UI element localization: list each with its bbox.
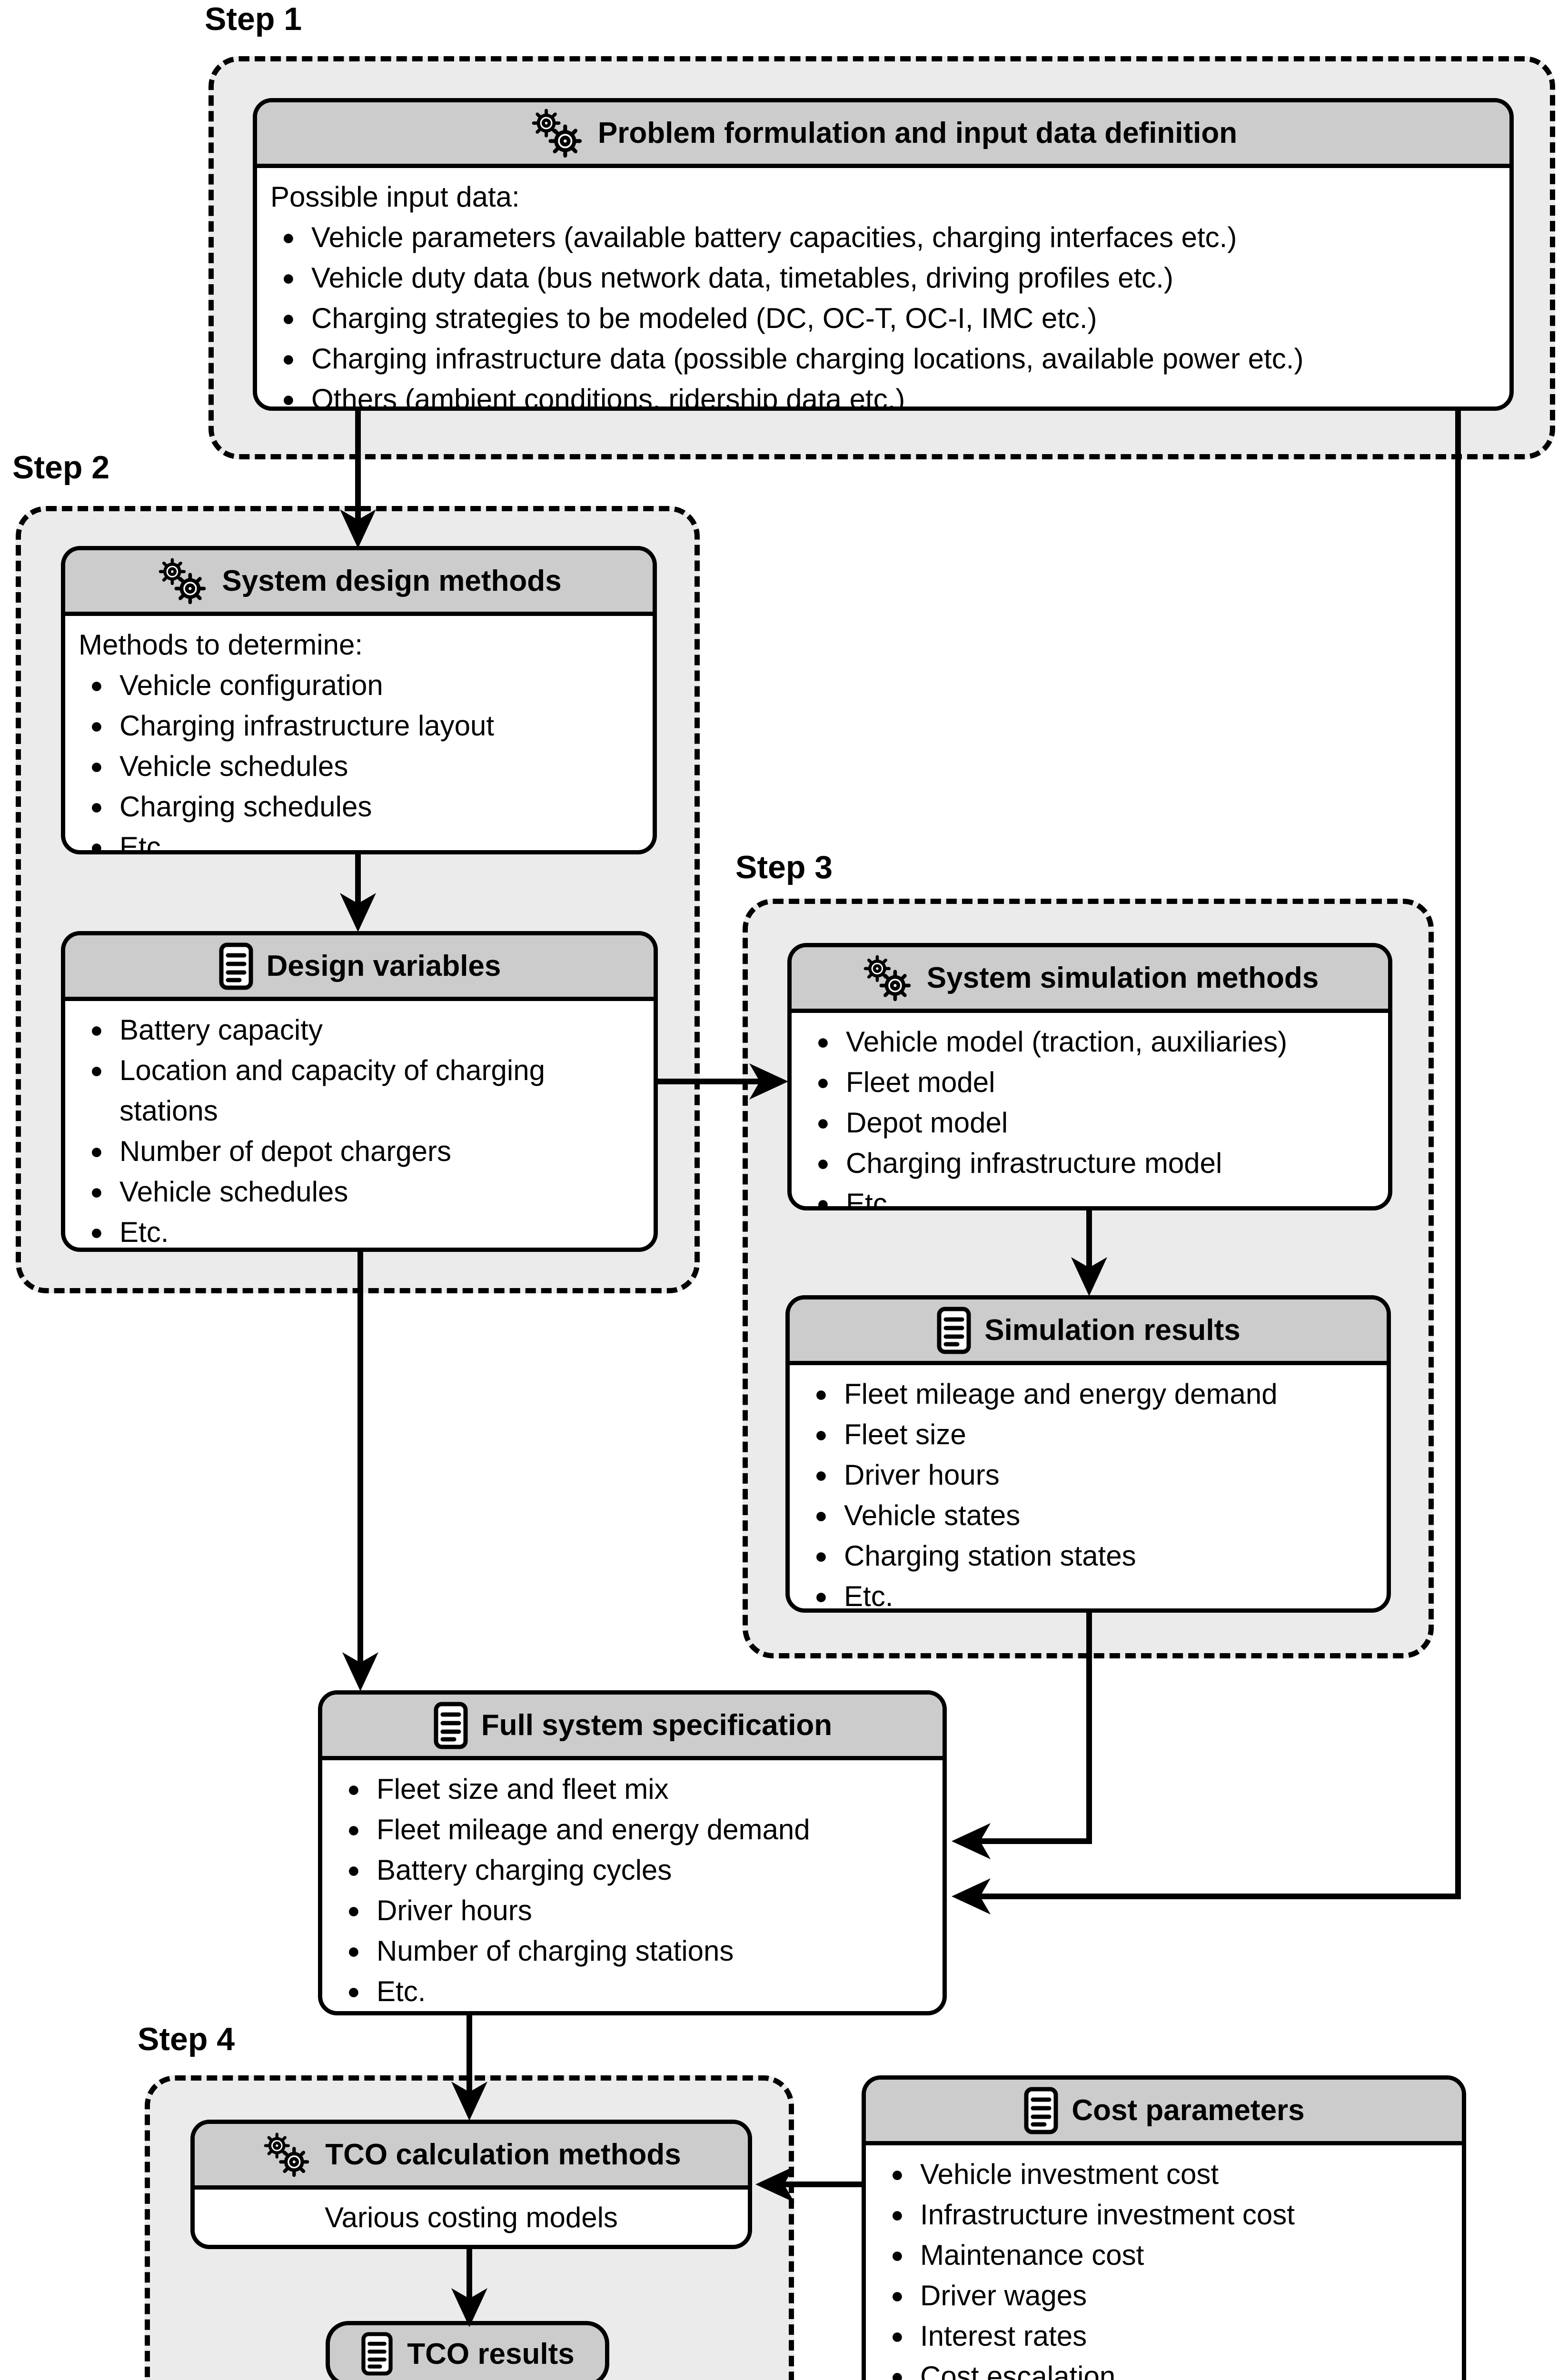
system-design-methods-header: System design methods (65, 550, 653, 616)
tco-calculation-methods-box: TCO calculation methods Various costing … (190, 2120, 752, 2249)
bullet-list: Battery capacityLocation and capacity of… (79, 1010, 640, 1248)
list-item: Fleet model (805, 1062, 1375, 1102)
list-item: Charging infrastructure layout (79, 705, 639, 746)
list-item: Vehicle configuration (79, 665, 639, 705)
list-item: Vehicle investment cost (879, 2154, 1449, 2194)
full-system-specification-box: Full system specification Fleet size and… (318, 1690, 947, 2015)
list-item: Number of depot chargers (79, 1131, 640, 1171)
design-variables-header: Design variables (65, 935, 654, 1001)
simulation-results-header: Simulation results (790, 1299, 1387, 1365)
bullet-list: Vehicle parameters (available battery ca… (270, 217, 1496, 407)
list-item: Vehicle parameters (available battery ca… (270, 217, 1496, 258)
problem-formulation-body: Possible input data: Vehicle parameters … (257, 168, 1509, 407)
simulation-results-body: Fleet mileage and energy demandFleet siz… (790, 1365, 1387, 1608)
gears-icon (529, 108, 586, 159)
list-item: Charging station states (803, 1536, 1373, 1576)
panel-title: Design variables (266, 950, 501, 982)
simulation-results-box: Simulation results Fleet mileage and ene… (785, 1295, 1391, 1613)
full-system-specification-header: Full system specification (322, 1695, 943, 1760)
list-item: Vehicle states (803, 1495, 1373, 1536)
list-item: Driver hours (803, 1455, 1373, 1495)
list-item: Number of charging stations (336, 1931, 929, 1971)
cost-parameters-header: Cost parameters (866, 2080, 1462, 2145)
step-1-label: Step 1 (205, 1, 302, 37)
document-icon (218, 942, 254, 990)
bullet-list: Vehicle configurationCharging infrastruc… (79, 665, 639, 850)
list-item: Fleet mileage and energy demand (336, 1809, 929, 1850)
panel-title: System simulation methods (926, 962, 1319, 994)
tco-results-box: TCO results (326, 2321, 609, 2380)
list-item: Battery charging cycles (336, 1850, 929, 1890)
panel-title: Full system specification (481, 1709, 833, 1742)
list-item: Driver hours (336, 1890, 929, 1931)
tco-calculation-methods-body: Various costing models (325, 2202, 618, 2233)
document-icon (936, 1307, 972, 1354)
list-item: Battery capacity (79, 1010, 640, 1050)
problem-formulation-header: Problem formulation and input data defin… (257, 102, 1509, 168)
list-item: Others (ambient conditions, ridership da… (270, 379, 1496, 407)
system-simulation-methods-box: System simulation methods Vehicle model … (787, 943, 1392, 1210)
document-icon (1023, 2087, 1059, 2134)
system-simulation-methods-header: System simulation methods (792, 947, 1388, 1013)
panel-title: System design methods (222, 565, 562, 597)
list-item: Etc. (336, 1971, 929, 2011)
panel-title: Simulation results (984, 1314, 1241, 1347)
arrowhead-left (952, 1878, 991, 1914)
arrowhead-left (952, 1823, 991, 1859)
bullet-list: Vehicle investment costInfrastructure in… (879, 2154, 1449, 2380)
system-design-methods-body: Methods to determine: Vehicle configurat… (65, 616, 653, 850)
bullet-list: Fleet size and fleet mixFleet mileage an… (336, 1769, 929, 2011)
list-item: Charging infrastructure model (805, 1143, 1375, 1183)
list-item: Charging infrastructure data (possible c… (270, 338, 1496, 379)
full-system-specification-body: Fleet size and fleet mixFleet mileage an… (322, 1760, 943, 2011)
document-icon (433, 1702, 469, 1749)
list-item: Interest rates (879, 2316, 1449, 2356)
list-item: Vehicle duty data (bus network data, tim… (270, 258, 1496, 298)
bullet-list: Fleet mileage and energy demandFleet siz… (803, 1374, 1373, 1608)
cost-parameters-body: Vehicle investment costInfrastructure in… (866, 2145, 1462, 2380)
list-item: Infrastructure investment cost (879, 2194, 1449, 2235)
system-design-methods-box: System design methods Methods to determi… (61, 546, 657, 854)
cost-parameters-box: Cost parameters Vehicle investment costI… (862, 2075, 1466, 2380)
step-2-label: Step 2 (12, 449, 110, 486)
list-item: Etc. (79, 827, 639, 850)
panel-title: TCO results (407, 2337, 575, 2370)
step-3-label: Step 3 (735, 849, 833, 885)
body-intro: Possible input data: (270, 181, 520, 213)
document-icon (360, 2332, 394, 2376)
tco-calculation-methods-header: TCO calculation methods (195, 2124, 748, 2190)
step-4-label: Step 4 (138, 2021, 235, 2057)
body-intro: Methods to determine: (79, 629, 363, 661)
list-item: Fleet mileage and energy demand (803, 1374, 1373, 1414)
panel-title: Cost parameters (1072, 2094, 1305, 2127)
list-item: Vehicle schedules (79, 746, 639, 786)
list-item: Fleet size and fleet mix (336, 1769, 929, 1809)
list-item: Depot model (805, 1102, 1375, 1143)
gears-icon (156, 557, 209, 605)
gears-icon (861, 954, 914, 1002)
list-item: Etc. (79, 1212, 640, 1248)
panel-title: TCO calculation methods (325, 2138, 681, 2171)
gears-icon (261, 2132, 313, 2178)
panel-title: Problem formulation and input data defin… (597, 117, 1238, 149)
bullet-list: Vehicle model (traction, auxiliaries)Fle… (805, 1021, 1375, 1206)
list-item: Vehicle schedules (79, 1171, 640, 1212)
list-item: Charging strategies to be modeled (DC, O… (270, 298, 1496, 338)
design-variables-body: Battery capacityLocation and capacity of… (65, 1001, 654, 1248)
list-item: Maintenance cost (879, 2235, 1449, 2275)
list-item: Fleet size (803, 1414, 1373, 1455)
list-item: Location and capacity of charging statio… (79, 1050, 640, 1131)
design-variables-box: Design variables Battery capacityLocatio… (61, 931, 658, 1252)
list-item: Etc. (805, 1183, 1375, 1206)
list-item: Cost escalation (879, 2356, 1449, 2380)
system-simulation-methods-body: Vehicle model (traction, auxiliaries)Fle… (792, 1013, 1388, 1206)
list-item: Vehicle model (traction, auxiliaries) (805, 1021, 1375, 1062)
list-item: Charging schedules (79, 786, 639, 827)
arrowhead-down (342, 1652, 378, 1691)
list-item: Etc. (803, 1576, 1373, 1608)
list-item: Driver wages (879, 2275, 1449, 2316)
problem-formulation-box: Problem formulation and input data defin… (253, 98, 1514, 411)
